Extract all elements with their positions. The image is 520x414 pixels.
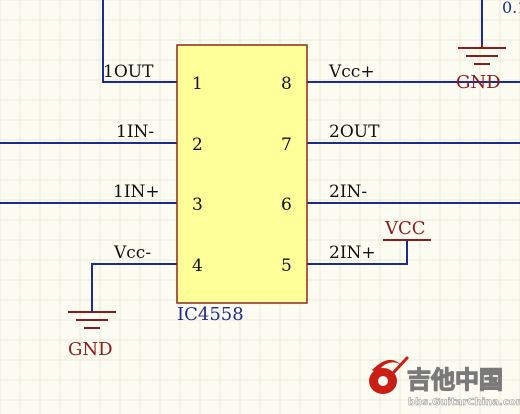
- gnd-top-label: GND: [456, 72, 501, 93]
- pin1-name: 1OUT: [103, 62, 154, 82]
- pin2-number: 2: [192, 135, 203, 155]
- watermark-chinese: 吉他中国: [407, 366, 503, 394]
- pin6-number: 6: [281, 195, 292, 215]
- pin7-name: 2OUT: [329, 122, 380, 142]
- wires: [0, 0, 520, 290]
- pin7-number: 7: [281, 135, 292, 155]
- pin8-name: Vcc+: [328, 62, 375, 82]
- vcc-label: VCC: [384, 218, 426, 239]
- pin4-number: 4: [192, 256, 203, 276]
- pin5-number: 5: [281, 256, 292, 276]
- gnd-bottom-label: GND: [68, 339, 113, 360]
- ic-body[interactable]: [176, 44, 308, 304]
- wire-pin4[interactable]: [91, 263, 177, 290]
- gnd-top-symbol[interactable]: [458, 44, 506, 65]
- pin3-number: 3: [192, 195, 203, 215]
- guitar-logo-icon: [369, 356, 409, 394]
- pin2-name: 1IN-: [116, 122, 154, 142]
- partial-value-label: 0.1: [502, 0, 520, 17]
- pin3-name: 1IN+: [113, 182, 160, 202]
- watermark-url: bbs.GuitarChina.com: [408, 397, 520, 408]
- gnd-bottom-symbol[interactable]: [68, 290, 116, 329]
- pin8-number: 8: [281, 74, 292, 94]
- watermark: 吉他中国 bbs.GuitarChina.com: [369, 356, 520, 408]
- wire-pin1[interactable]: [102, 0, 177, 83]
- pin6-name: 2IN-: [329, 182, 367, 202]
- wire-pin5[interactable]: [307, 240, 408, 265]
- chip-designator[interactable]: IC4558: [177, 304, 244, 325]
- pin5-name: 2IN+: [329, 243, 376, 263]
- pin4-name: Vcc-: [113, 243, 151, 263]
- pin1-number: 1: [192, 74, 203, 94]
